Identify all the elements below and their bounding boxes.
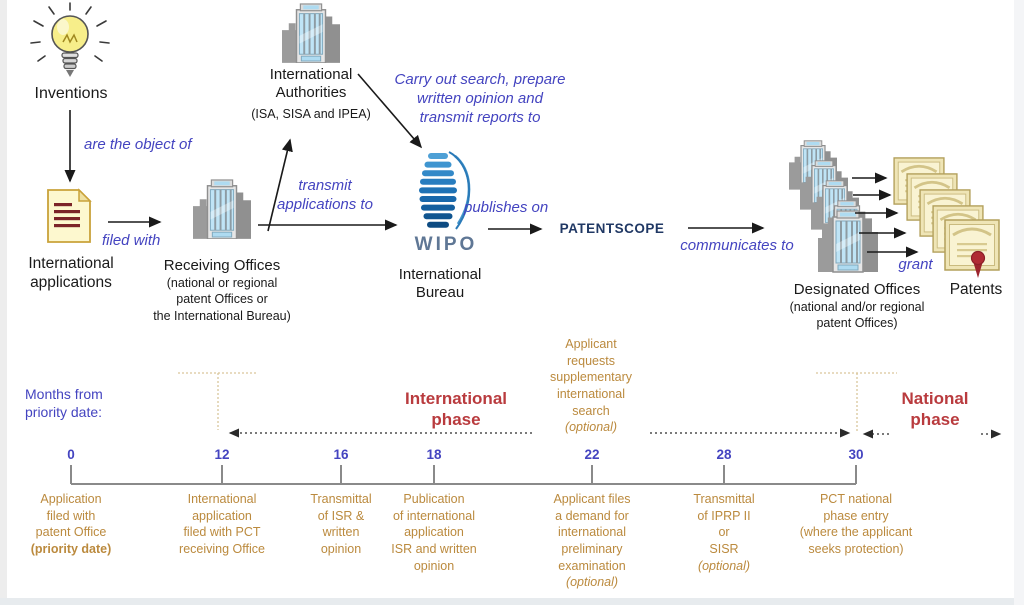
event-0-text: Application filed with patent Office xyxy=(35,492,107,540)
event-18-text: Publication of international application… xyxy=(391,492,477,573)
flow-arrows xyxy=(64,73,919,258)
tick-30: 30 xyxy=(848,447,864,462)
international-authorities-label: International Authorities xyxy=(269,66,353,101)
event-22-optional: (optional) xyxy=(565,575,619,590)
tick-18: 18 xyxy=(426,447,442,462)
national-phase-label: National phase xyxy=(887,388,983,431)
communicates-to-annotation: communicates to xyxy=(680,237,794,254)
event-month-22: Applicant files a demand for internation… xyxy=(532,491,652,591)
patents-label: Patents xyxy=(949,281,1003,298)
event-month-28: Transmittal of IPRP II or SISR (optional… xyxy=(679,491,769,574)
carry-out-search-annotation: Carry out search, prepare written opinio… xyxy=(394,71,566,127)
international-applications-label: International applications xyxy=(28,255,114,291)
international-authorities-building-icon xyxy=(282,2,340,63)
grant-annotation: grant xyxy=(898,256,933,273)
event-12-text: International application filed with PCT… xyxy=(179,492,265,556)
timeline-axis xyxy=(70,465,857,485)
phase-span-arrows xyxy=(228,428,1002,439)
inventions-label: Inventions xyxy=(34,85,108,102)
event-month-18: Publication of international application… xyxy=(379,491,489,574)
supplementary-search-lines: Applicant requests supplementary interna… xyxy=(550,337,632,418)
event-28-optional: (optional) xyxy=(697,558,751,573)
ribbon-seal-icon xyxy=(970,250,986,278)
wipo-logo-icon xyxy=(419,151,471,230)
tick-16: 16 xyxy=(333,447,349,462)
event-month-30: PCT national phase entry (where the appl… xyxy=(781,491,931,558)
filed-with-annotation: filed with xyxy=(102,232,161,249)
are-object-of-annotation: are the object of xyxy=(84,136,192,153)
publishes-on-annotation: publishes on xyxy=(464,199,549,216)
designated-offices-stack-icon xyxy=(789,139,878,273)
designated-offices-label: Designated Offices xyxy=(793,281,921,298)
international-authorities-sublabel: (ISA, SISA and IPEA) xyxy=(251,107,371,121)
event-month-16: Transmittal of ISR & written opinion xyxy=(296,491,386,558)
timeline-connector-brackets xyxy=(178,372,897,432)
wipo-wordmark: WIPO xyxy=(414,234,478,255)
right-edge-band xyxy=(1014,0,1024,605)
patentscope-label: PATENTSCOPE xyxy=(559,221,665,236)
event-22-text: Applicant files a demand for internation… xyxy=(553,492,631,573)
tick-12: 12 xyxy=(214,447,230,462)
designated-offices-sublabel: (national and/or regional patent Offices… xyxy=(789,300,925,331)
international-phase-label: International phase xyxy=(384,388,528,431)
event-30-text: PCT national phase entry (where the appl… xyxy=(799,492,913,556)
event-16-text: Transmittal of ISR & written opinion xyxy=(310,492,372,556)
event-0-priority-date: (priority date) xyxy=(30,541,112,556)
receiving-offices-label: Receiving Offices xyxy=(163,257,281,274)
international-bureau-label: International Bureau xyxy=(398,266,482,301)
tick-28: 28 xyxy=(716,447,732,462)
receiving-offices-sublabel: (national or regional patent Offices or … xyxy=(153,276,291,323)
tick-0: 0 xyxy=(67,447,75,462)
bottom-edge-band xyxy=(0,598,1024,605)
event-28-text: Transmittal of IPRP II or SISR xyxy=(693,492,755,556)
receiving-office-building-icon xyxy=(193,178,251,239)
application-document-icon xyxy=(47,189,91,243)
tick-22: 22 xyxy=(584,447,600,462)
lightbulb-icon xyxy=(30,2,110,78)
transmit-applications-annotation: transmit applications to xyxy=(277,177,373,214)
months-from-priority-date-label: Months from priority date: xyxy=(25,386,103,421)
event-month-12: International application filed with PCT… xyxy=(162,491,282,558)
patents-stack-icon xyxy=(893,157,1000,278)
supplementary-search-optional: (optional) xyxy=(564,420,618,435)
supplementary-search-note: Applicant requests supplementary interna… xyxy=(535,336,647,438)
event-month-0: Application filed with patent Office (pr… xyxy=(16,491,126,558)
left-edge-band xyxy=(0,0,7,605)
